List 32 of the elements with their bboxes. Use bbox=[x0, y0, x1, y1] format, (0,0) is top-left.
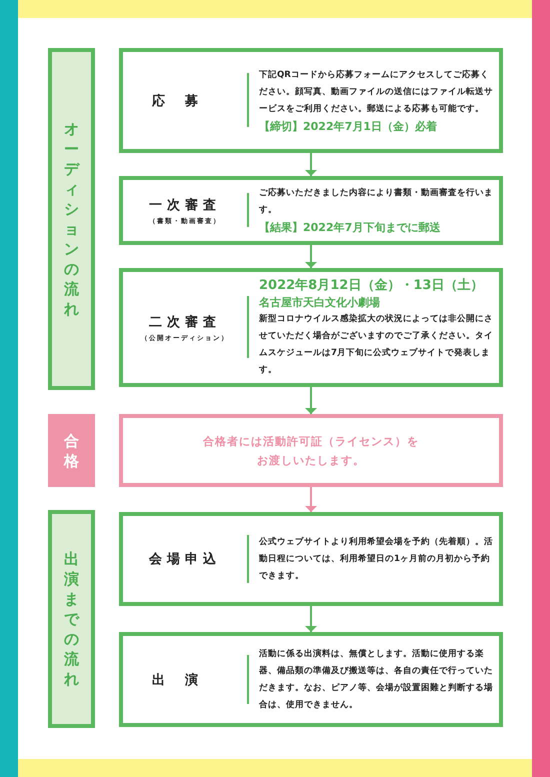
section-label-box bbox=[48, 414, 95, 487]
body-text: 活動に係る出演料は、無償とします。活動に使用する楽器、備品類の準備及び搬送等は、各自の責任で行っていただきます。なお、ピアノ等、会場が設置困難と判断する場合は、使用できません。 bbox=[259, 648, 493, 712]
section-label: オーディションの流れ bbox=[64, 119, 80, 319]
body-text: 公式ウェブサイトより利用希望会場を予約（先着順）。活動日程については、利用希望日の1ヶ月前の月初から予約できます。 bbox=[259, 536, 493, 582]
highlight-text: 名古屋市天白文化小劇場 bbox=[259, 294, 381, 310]
arrow bbox=[305, 606, 317, 632]
body-text: ご応募いただきました内容により書類・動画審査を行います。 bbox=[259, 186, 493, 217]
section-label: 合格 bbox=[64, 430, 80, 470]
highlight-text: 【結果】2022年7月下旬までに郵送 bbox=[259, 220, 442, 236]
step-title: 出演 bbox=[152, 672, 218, 688]
step-box bbox=[119, 512, 503, 606]
step-title: 応募 bbox=[152, 92, 218, 110]
section-label-box bbox=[48, 48, 95, 390]
step-title: 会場申込 bbox=[149, 550, 221, 568]
highlight-text: 【締切】2022年7月1日（金）必着 bbox=[259, 118, 438, 134]
arrow bbox=[305, 153, 317, 176]
step-box bbox=[119, 268, 503, 387]
step-box bbox=[119, 48, 503, 153]
arrow bbox=[305, 487, 317, 512]
step-title: 一次審査 bbox=[149, 196, 221, 214]
arrow bbox=[305, 245, 317, 268]
step-title: 二次審査 bbox=[149, 314, 221, 330]
highlight-text: 2022年8月12日（金）・13日（土） bbox=[259, 276, 484, 294]
body-text: 新型コロナウイルス感染拡大の状況によっては非公開にさせていただく場合がございますのでご了承ください。タイムスケジュールは7月下旬に公式ウェブサイトで発表します。 bbox=[259, 312, 493, 376]
step-box bbox=[119, 414, 503, 487]
result-text: 合格者には活動許可証（ライセンス）をお渡しいたします。 bbox=[202, 434, 420, 468]
step-box bbox=[119, 176, 503, 245]
body-text: 下記QRコードから応募フォームにアクセスしてご応募ください。顔写真、動画ファイルの送信にはファイル転送サービスをご利用ください。郵送による応募も可能です。 bbox=[259, 68, 493, 116]
section-label-box bbox=[48, 510, 95, 728]
section-label: 出演までの流れ bbox=[64, 549, 80, 689]
arrow bbox=[305, 387, 317, 414]
step-box bbox=[119, 632, 503, 727]
